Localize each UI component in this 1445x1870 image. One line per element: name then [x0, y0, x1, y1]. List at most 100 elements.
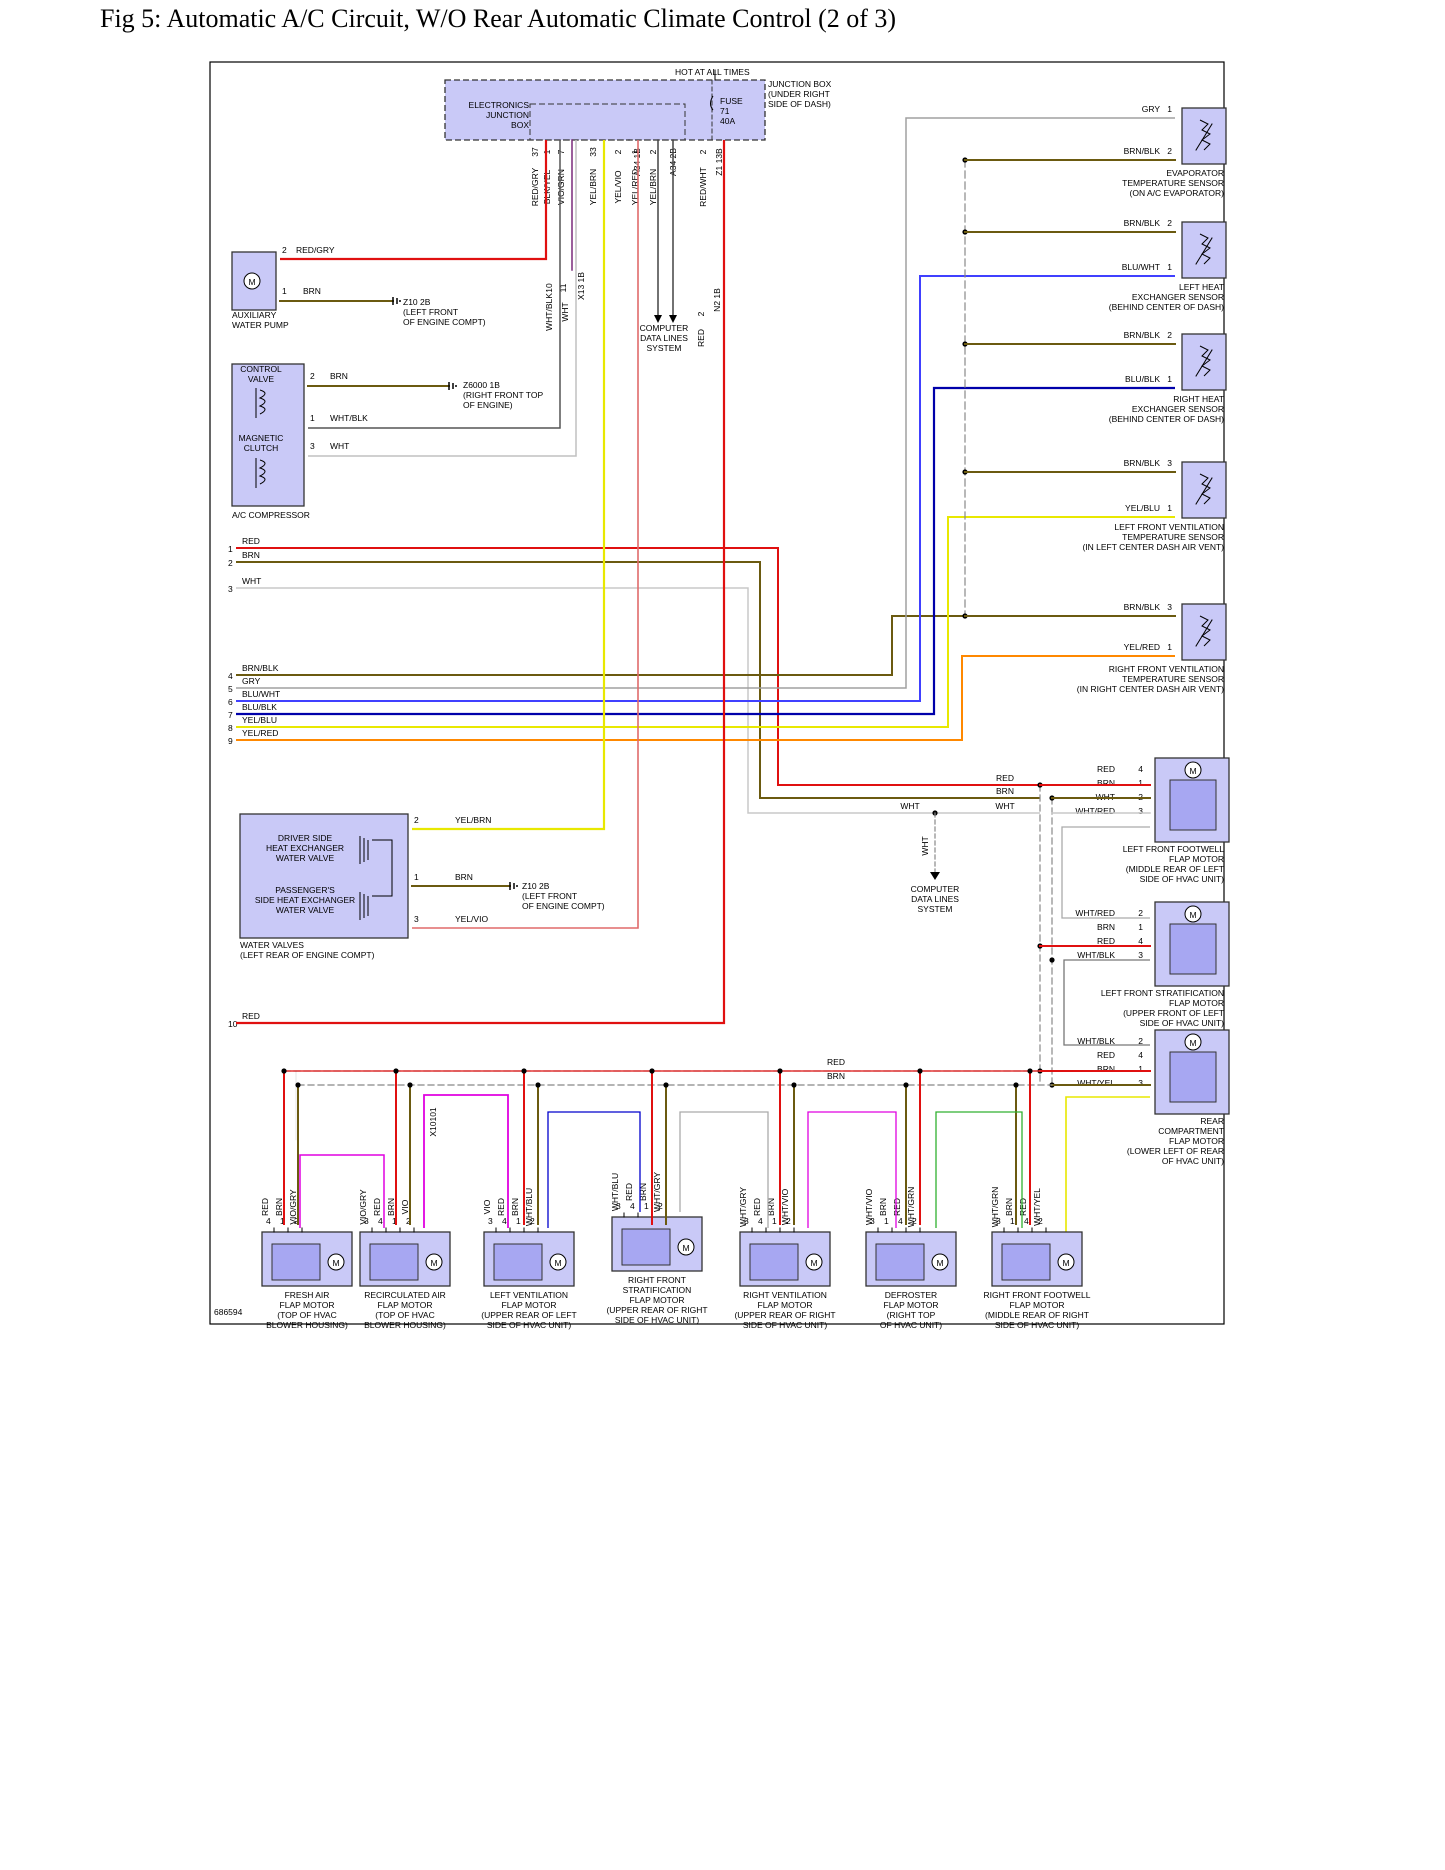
wire-label: BRN: [638, 1183, 648, 1201]
sensor-label: EXCHANGER SENSOR: [1132, 292, 1224, 302]
driver-valve-label: DRIVER SIDE: [278, 833, 333, 843]
wire-label: VIO/GRY: [358, 1189, 368, 1225]
wire-wht-blu: [547, 1111, 641, 1228]
wire-brn-blk: [236, 615, 1175, 676]
ejb-inner: [529, 103, 686, 141]
pin-label: 1: [516, 1216, 521, 1226]
pin-label: 1: [310, 413, 315, 423]
pin-label: 2: [1167, 218, 1172, 228]
splice-dot: [649, 1068, 655, 1074]
motor-icon: [1057, 1253, 1075, 1271]
jb-wire-label: YEL/BRN: [648, 169, 658, 205]
flap-motor-body: [1169, 923, 1217, 975]
motor-label: FLAP MOTOR: [630, 1295, 685, 1305]
motor-label: FLAP MOTOR: [378, 1300, 433, 1310]
motor-label: (UPPER REAR OF RIGHT: [734, 1310, 835, 1320]
pin-label: 4: [502, 1216, 507, 1226]
water-valves: [239, 813, 409, 939]
sensor-label: RIGHT HEAT: [1173, 394, 1224, 404]
wire-label: WHT/GRN: [990, 1187, 1000, 1228]
ground-icon: [392, 297, 401, 305]
jb-wire-label: YEL/RED: [630, 169, 640, 205]
motor-icon: [327, 1253, 345, 1271]
compressor-label: A/C COMPRESSOR: [232, 510, 310, 520]
temperature-sensor: [1181, 333, 1227, 391]
motor-label: (MIDDLE REAR OF LEFT: [1126, 864, 1224, 874]
wire-number: 10: [228, 1019, 238, 1029]
figure-title: Fig 5: Automatic A/C Circuit, W/O Rear A…: [100, 4, 897, 33]
motor-label: (TOP OF HVAC: [375, 1310, 435, 1320]
ground-label: Z10 2B: [522, 881, 550, 891]
splice-dot: [791, 1082, 797, 1088]
pin-label: 1: [280, 1216, 285, 1226]
wire-label: WHT: [920, 836, 930, 855]
motor-icon: [677, 1238, 695, 1256]
magnetic-clutch-label: MAGNETIC: [239, 433, 284, 443]
motor-label: FLAP MOTOR: [502, 1300, 557, 1310]
figure-id: 686594: [214, 1307, 243, 1317]
wire-label: WHT/GRY: [652, 1172, 662, 1212]
wire-label: BRN/BLK: [1124, 330, 1161, 340]
wire-label: VIO/GRY: [288, 1189, 298, 1225]
arrow-icon: [669, 315, 677, 323]
splice-dot: [407, 1082, 413, 1088]
sensor-label: LEFT FRONT VENTILATION: [1114, 522, 1224, 532]
wire-label: BLU/BLK: [1125, 374, 1160, 384]
splice-dot: [521, 1068, 527, 1074]
wire-label: WHT/BLK: [1077, 950, 1115, 960]
jb-pin: 7: [556, 149, 566, 154]
pin-label: 4: [898, 1216, 903, 1226]
ground-label: OF ENGINE): [463, 400, 513, 410]
pin-label: 2: [786, 1216, 791, 1226]
motor-label: SIDE OF HVAC UNIT): [995, 1320, 1080, 1330]
motor-label: SIDE OF HVAC UNIT): [487, 1320, 572, 1330]
ground-label: (LEFT FRONT: [403, 307, 458, 317]
pin-label: 2: [310, 371, 315, 381]
motor-label: FLAP MOTOR: [280, 1300, 335, 1310]
wire-label: BRN/BLK: [242, 663, 279, 673]
motor-icon: [805, 1253, 823, 1271]
ejb-label: BOX: [511, 120, 529, 130]
pin-label: 1: [1138, 778, 1143, 788]
wire-label: WHT/VIO: [864, 1188, 874, 1225]
splice-dot: [535, 1082, 541, 1088]
splice-dot: [1013, 1082, 1019, 1088]
motor-icon-letter: M: [248, 277, 255, 287]
wire-number: 7: [228, 710, 233, 720]
splice-dot: [917, 1068, 923, 1074]
wire-label: BLU/BLK: [242, 702, 277, 712]
sensor-label: (BEHIND CENTER OF DASH): [1109, 302, 1224, 312]
wire-label: RED: [372, 1198, 382, 1216]
motor-label: BLOWER HOUSING): [266, 1320, 348, 1330]
wire-label: WHT/GRY: [738, 1187, 748, 1227]
wire-label: WHT/BLU: [524, 1188, 534, 1226]
wire-label: BRN: [455, 872, 473, 882]
motor-icon: [1184, 1033, 1202, 1051]
ground-label: OF ENGINE COMPT): [403, 317, 486, 327]
wire-label: RED: [242, 1011, 260, 1021]
driver-valve-label: HEAT EXCHANGER: [266, 843, 344, 853]
wire-label: YEL/BLU: [242, 715, 277, 725]
fuse-label: 71: [720, 106, 730, 116]
wire-label: BRN: [1097, 1064, 1115, 1074]
motor-label: (RIGHT TOP: [887, 1310, 936, 1320]
motor-icon: [549, 1253, 567, 1271]
thermistor-arrow-icon: [1195, 619, 1213, 647]
motor-label: LEFT VENTILATION: [490, 1290, 568, 1300]
wire-number: 6: [228, 697, 233, 707]
wire-label: RED: [624, 1183, 634, 1201]
wire-label: RED: [242, 536, 260, 546]
splice-dot: [663, 1082, 669, 1088]
wire-label: RED: [260, 1198, 270, 1216]
pin-label: 1: [1138, 922, 1143, 932]
jb-pin: 2: [698, 149, 708, 154]
flap-motor-body: [493, 1243, 543, 1281]
wire-vio: [423, 1094, 509, 1228]
wire-label: BRN: [878, 1198, 888, 1216]
wire-label: RED: [1097, 936, 1115, 946]
valve-link-icon: [372, 839, 393, 897]
pin-label: 4: [1024, 1216, 1029, 1226]
control-valve-label: CONTROL: [240, 364, 282, 374]
pin-label: 4: [1138, 1050, 1143, 1060]
motor-icon-letter: M: [1062, 1258, 1069, 1268]
